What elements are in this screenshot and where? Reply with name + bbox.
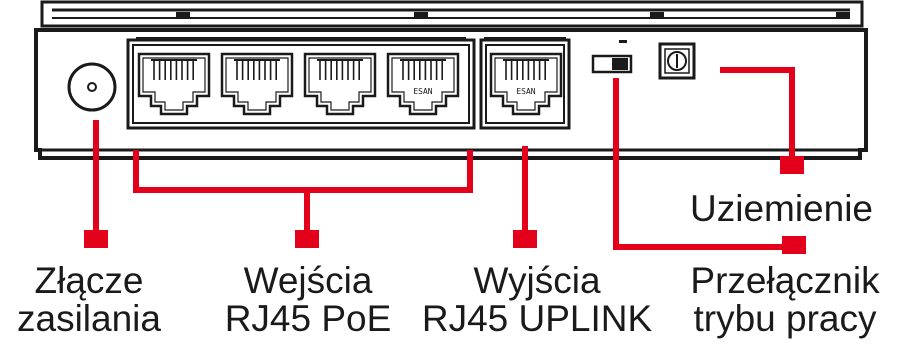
label-poe-line1: Wejścia bbox=[243, 260, 373, 301]
callout-poe-marker bbox=[295, 230, 319, 248]
poe-port-block bbox=[126, 37, 476, 130]
label-ground-text: Uziemienie bbox=[690, 188, 874, 229]
callout-switch bbox=[613, 78, 788, 250]
label-power-line2: zasilania bbox=[17, 298, 161, 339]
label-mode-switch: Przełącznik trybu pracy bbox=[680, 262, 890, 338]
rj45-port-icon-text: ESAN bbox=[516, 87, 535, 96]
callout-switch-marker bbox=[782, 236, 806, 254]
label-uplink-line2: RJ45 UPLINK bbox=[421, 298, 653, 339]
rj45-port-icon bbox=[137, 52, 211, 116]
label-poe-inputs: Wejścia RJ45 PoE bbox=[218, 262, 398, 338]
callout-uplink-marker bbox=[513, 230, 537, 248]
rj45-port-icon-text: ESAN bbox=[413, 87, 432, 96]
callout-ground-marker bbox=[780, 156, 804, 174]
ground-screw-icon bbox=[658, 42, 696, 80]
rj45-port-icon bbox=[220, 52, 294, 116]
label-uplink-outputs: Wyjścia RJ45 UPLINK bbox=[414, 262, 660, 338]
rj45-port-icon bbox=[303, 52, 377, 116]
callout-poe-bracket bbox=[133, 150, 473, 193]
device-body bbox=[34, 28, 868, 160]
label-power-connector: Złącze zasilania bbox=[14, 262, 164, 338]
rj45-ports: ESAN ESAN bbox=[137, 52, 563, 116]
label-switch-line2: trybu pracy bbox=[693, 298, 877, 339]
rj45-port-icon: ESAN bbox=[386, 52, 460, 116]
label-uplink-line1: Wyjścia bbox=[473, 260, 601, 301]
dc-jack-icon bbox=[67, 62, 117, 112]
label-power-line1: Złącze bbox=[34, 260, 144, 301]
uplink-port-block bbox=[479, 37, 571, 130]
label-ground: Uziemienie bbox=[690, 190, 873, 228]
label-poe-line2: RJ45 PoE bbox=[224, 298, 392, 339]
callout-lines bbox=[84, 67, 806, 254]
label-switch-line1: Przełącznik bbox=[690, 260, 880, 301]
callout-ground bbox=[720, 67, 795, 160]
callout-power-marker bbox=[84, 230, 108, 248]
housing-top-strip bbox=[40, 0, 864, 28]
rj45-port-icon: ESAN bbox=[489, 52, 563, 116]
slide-switch-icon bbox=[591, 40, 633, 74]
